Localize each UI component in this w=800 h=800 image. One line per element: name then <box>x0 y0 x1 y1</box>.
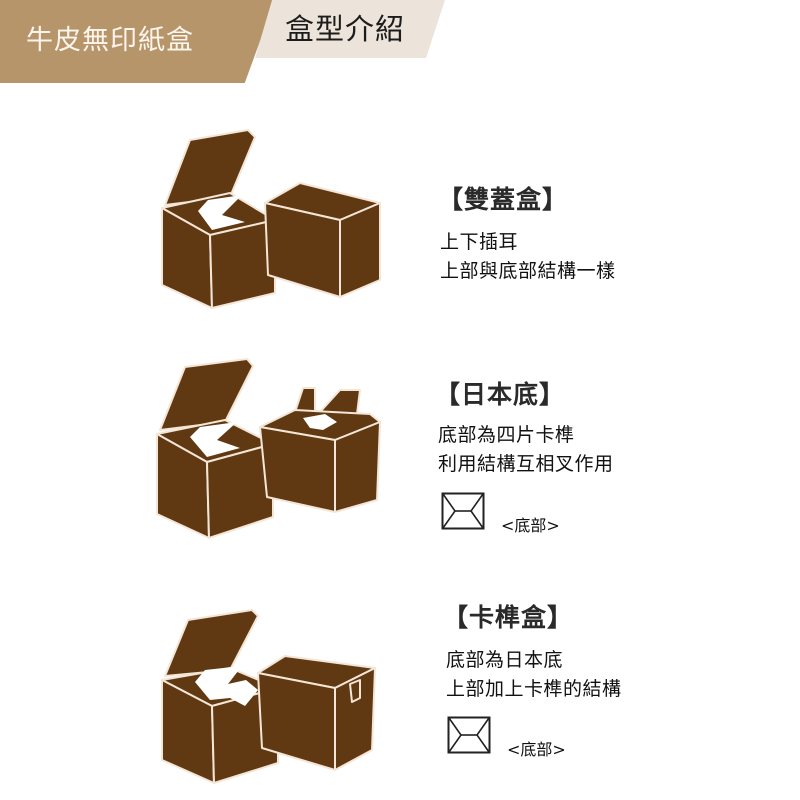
section-title-japanese-bottom: 【日本底】 <box>435 380 566 409</box>
desc-line: 利用結構互相叉作用 <box>438 453 614 475</box>
desc-line: 上下插耳 <box>440 231 519 253</box>
desc-line: 底部為四片卡榫 <box>438 424 575 446</box>
section-desc-tab-lock: 底部為日本底 上部加上卡榫的結構 <box>446 646 622 704</box>
bottom-diagram-japanese: <底部> <box>441 492 560 535</box>
section-desc-double-lid: 上下插耳 上部與底部結構一樣 <box>440 228 616 286</box>
desc-line: 底部為日本底 <box>446 649 564 671</box>
double-lid-box-icon <box>161 129 381 309</box>
section-desc-japanese-bottom: 底部為四片卡榫 利用結構互相叉作用 <box>438 421 614 479</box>
page-subtitle: 盒型介紹 <box>285 12 406 46</box>
bottom-label: <底部> <box>501 516 560 535</box>
bottom-diagram-tab-lock: <底部> <box>447 716 566 759</box>
section-title-tab-lock: 【卡榫盒】 <box>443 603 574 632</box>
section-title-double-lid: 【雙蓋盒】 <box>438 185 569 214</box>
desc-line: 上部加上卡榫的結構 <box>446 678 622 700</box>
header-banner <box>0 0 275 83</box>
envelope-bottom-icon <box>441 492 485 530</box>
japanese-bottom-box-icon <box>156 358 381 539</box>
bottom-label: <底部> <box>507 740 566 759</box>
tab-lock-box-icon <box>161 609 376 784</box>
desc-line: 上部與底部結構一樣 <box>440 260 616 282</box>
envelope-bottom-icon <box>447 716 491 754</box>
page-title: 牛皮無印紙盒 <box>26 25 194 56</box>
header-subtitle-banner <box>255 0 445 58</box>
